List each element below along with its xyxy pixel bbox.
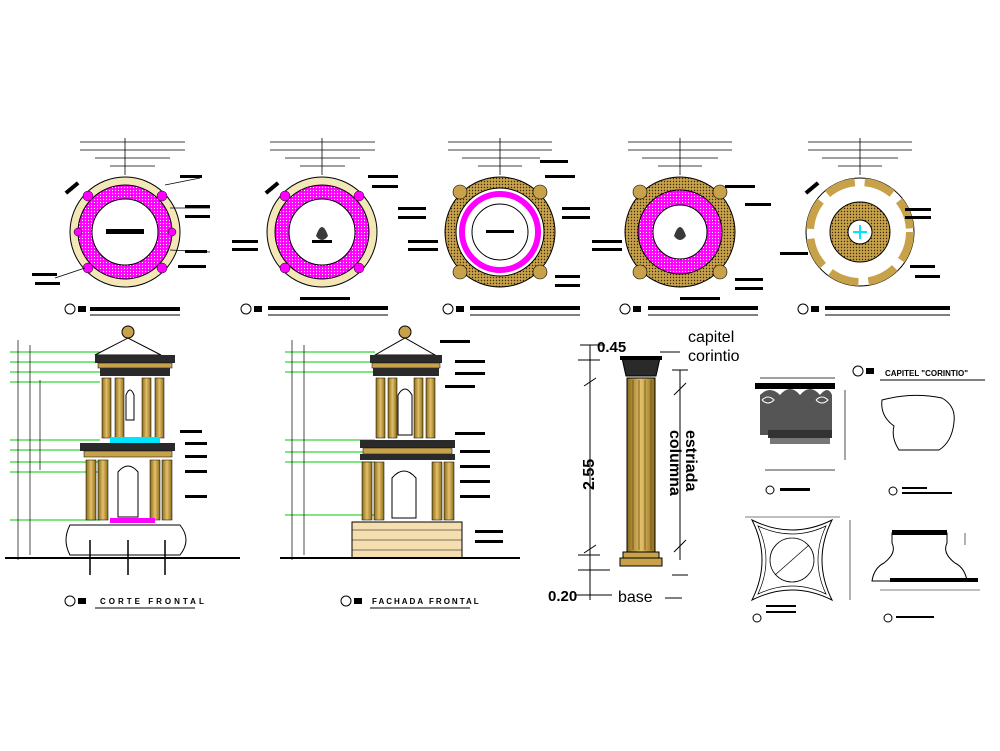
corinthian-capital-details: CAPITEL "CORINTIO" [745,365,985,623]
dim-shaft: 2.55 [581,459,598,490]
capital-section [871,530,980,623]
label-capital-line1: capitel [688,329,734,346]
plan-view-2 [232,138,426,316]
capital-title: CAPITEL "CORINTIO" [885,369,968,378]
plan-view-3 [408,138,590,316]
plan-view-5 [780,138,950,316]
corte-frontal-title: CORTE FRONTAL [100,597,207,606]
fluted-column-detail: 0.45 0.20 2.55 capitel corintio columna … [548,329,740,606]
section-elevation-corte: CORTE FRONTAL [5,325,240,609]
capital-plan [745,516,851,623]
dim-top: 0.45 [597,339,626,356]
capital-elevation [755,377,846,495]
fachada-frontal-title: FACHADA FRONTAL [372,597,481,606]
dim-bottom: 0.20 [548,588,577,605]
front-facade-elevation: FACHADA FRONTAL [280,325,520,609]
plan-view-4 [592,138,771,316]
label-capital-line2: corintio [688,348,740,365]
label-shaft-line1: columna [666,430,683,496]
plan-views [32,138,950,316]
plan-view-1 [32,138,211,316]
label-shaft-line2: estriada [682,430,699,491]
label-base: base [618,589,653,606]
capital-profile [881,394,955,496]
